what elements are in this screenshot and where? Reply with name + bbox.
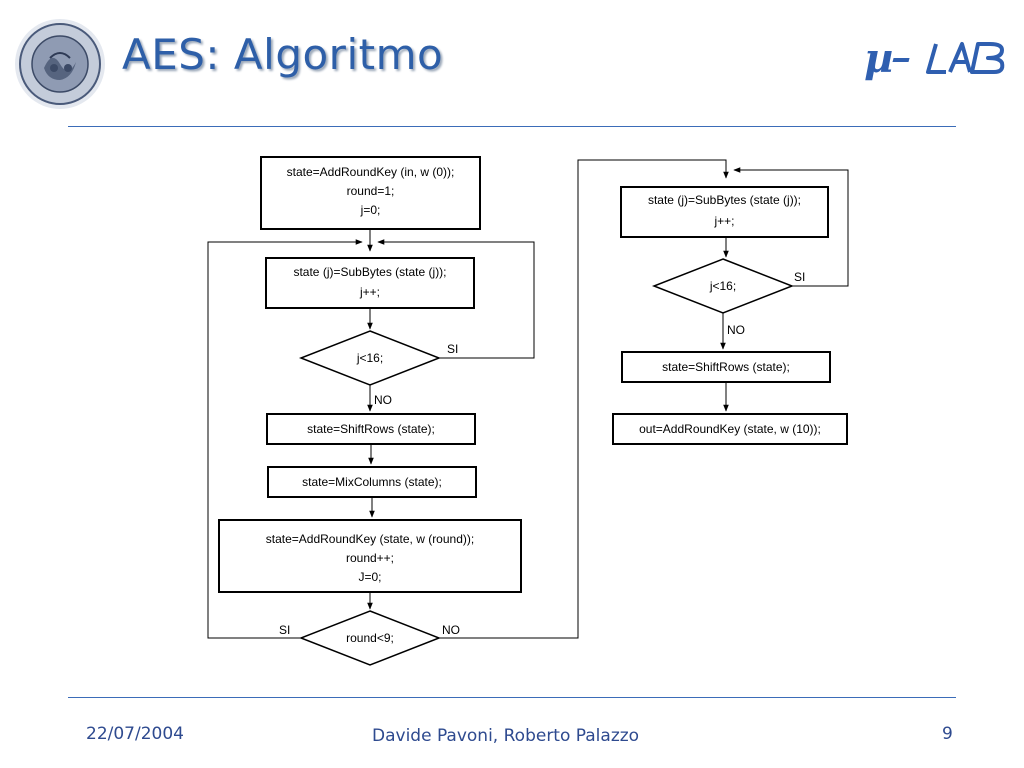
round-no-label: NO [442, 623, 460, 637]
addroundkey-box: state=AddRoundKey (state, w (round)); ro… [218, 519, 522, 593]
mu-lab-logo: µ [864, 35, 1005, 82]
addround-line-1: state=AddRoundKey (state, w (round)); [266, 532, 474, 546]
shiftrows-box: state=ShiftRows (state); [266, 413, 476, 445]
round-condition-label: round<9; [346, 631, 394, 645]
final-subbytes-line-1: state (j)=SubBytes (state (j)); [648, 193, 801, 207]
mixcolumns-box: state=MixColumns (state); [267, 466, 477, 498]
output-box: out=AddRoundKey (state, w (10)); [612, 413, 848, 445]
final-j-si-label: SI [794, 270, 805, 284]
final-subbytes-box: state (j)=SubBytes (state (j)); j++; [620, 186, 829, 238]
footer-date: 22/07/2004 [86, 724, 184, 744]
output-label: out=AddRoundKey (state, w (10)); [639, 422, 821, 436]
arrow-final-j-loop-back [733, 167, 849, 287]
footer-authors: Davide Pavoni, Roberto Palazzo [372, 726, 640, 746]
arrow-round-loop-back [207, 239, 363, 639]
round-si-label: SI [279, 623, 290, 637]
final-j-condition-diamond: j<16; [651, 258, 795, 314]
subbytes-line-2: j++; [359, 285, 380, 299]
slide-title: AES: Algoritmo [122, 30, 444, 79]
init-line-3: j=0; [360, 203, 381, 217]
final-shiftrows-label: state=ShiftRows (state); [662, 360, 790, 374]
final-shiftrows-box: state=ShiftRows (state); [621, 351, 831, 383]
shiftrows-label: state=ShiftRows (state); [307, 422, 435, 436]
subbytes-line-1: state (j)=SubBytes (state (j)); [293, 265, 446, 279]
final-j-condition-label: j<16; [709, 279, 736, 293]
footer-divider [68, 697, 956, 698]
svg-text:µ: µ [864, 35, 893, 82]
page-number: 9 [942, 724, 953, 744]
final-j-no-label: NO [727, 323, 745, 337]
j-si-label: SI [447, 342, 458, 356]
subbytes-box: state (j)=SubBytes (state (j)); j++; [265, 257, 475, 309]
politecnico-seal-logo [15, 19, 105, 109]
mixcolumns-label: state=MixColumns (state); [302, 475, 442, 489]
arrow-j-loop-back [377, 239, 535, 359]
round-condition-diamond: round<9; [298, 610, 442, 666]
j-condition-label: j<16; [356, 351, 383, 365]
arrow-round-exit [439, 159, 729, 639]
addround-line-2: round++; [346, 551, 394, 565]
init-line-1: state=AddRoundKey (in, w (0)); [287, 165, 455, 179]
header-divider [68, 126, 956, 127]
init-line-2: round=1; [347, 184, 395, 198]
final-subbytes-line-2: j++; [713, 214, 734, 228]
init-box: state=AddRoundKey (in, w (0)); round=1; … [260, 156, 481, 230]
addround-line-3: J=0; [358, 570, 381, 584]
j-condition-diamond: j<16; [298, 330, 442, 386]
j-no-label: NO [374, 393, 392, 407]
